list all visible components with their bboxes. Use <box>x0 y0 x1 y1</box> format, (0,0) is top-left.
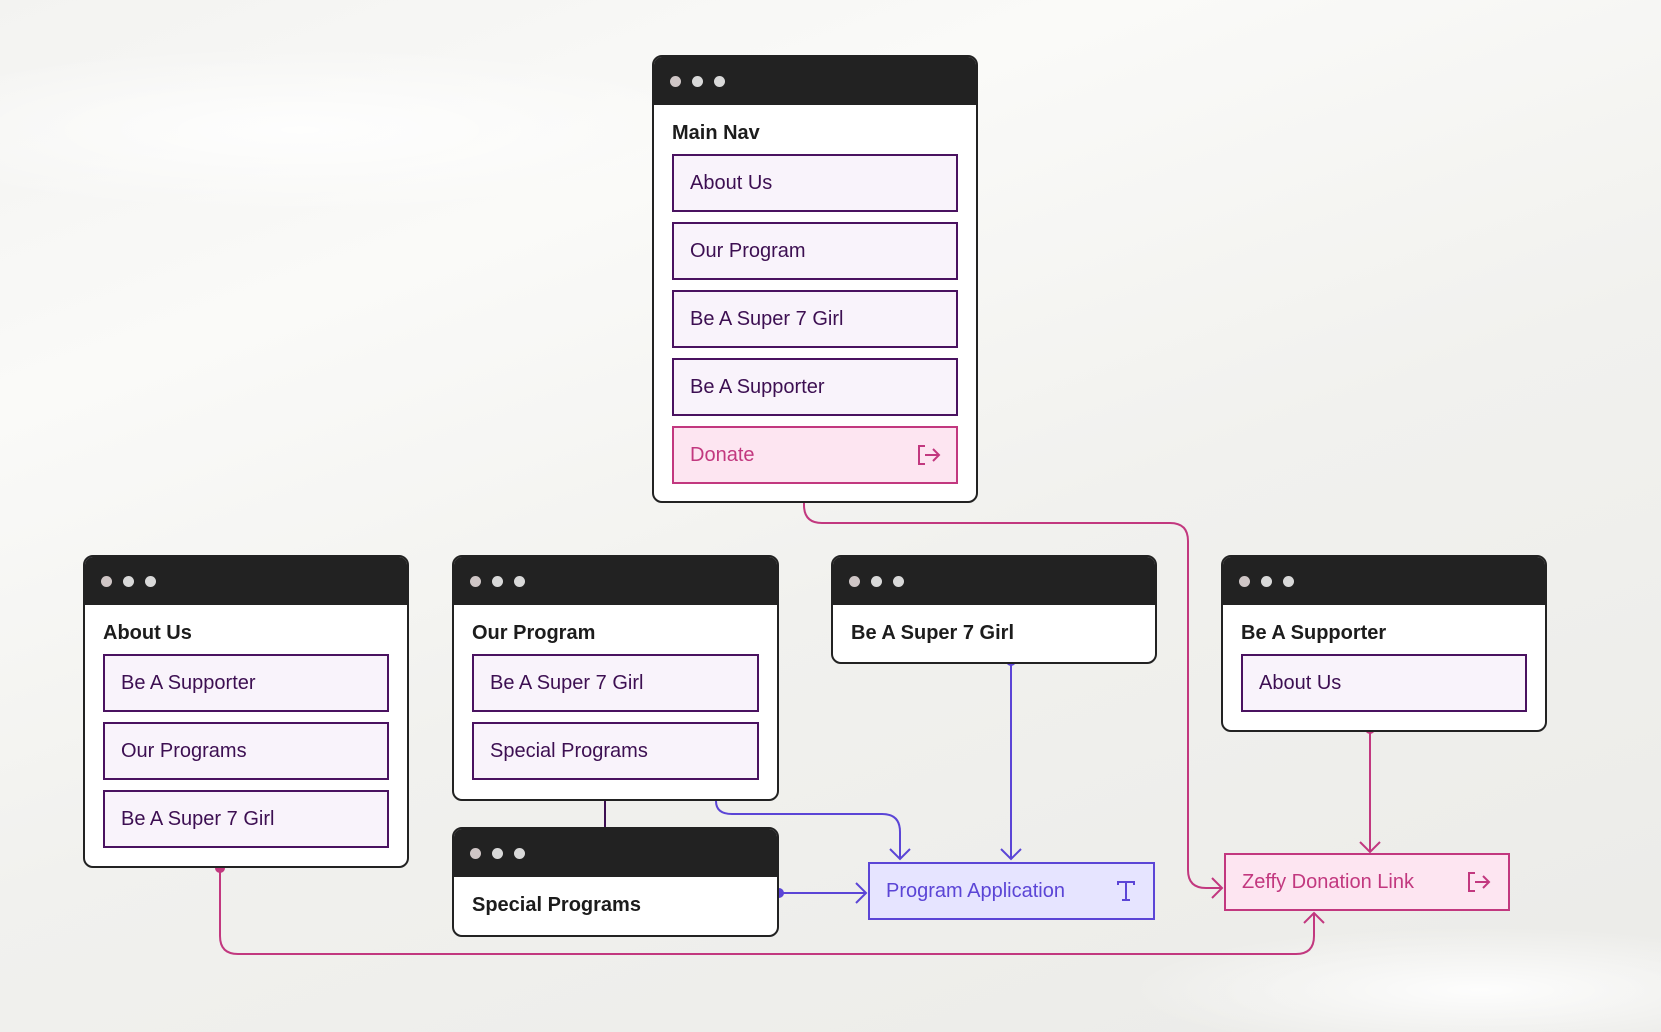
nav-item-supporter[interactable]: Be A Supporter <box>672 358 958 416</box>
window-dot <box>101 575 112 587</box>
arrowhead <box>889 848 911 861</box>
program-item-special-programs[interactable]: Special Programs <box>472 722 759 780</box>
external-link-icon <box>1466 871 1492 893</box>
nav-item-about-us[interactable]: About Us <box>672 154 958 212</box>
window-dot <box>1239 575 1250 587</box>
about-us-title: About Us <box>103 622 192 644</box>
about-us-window: About Us Be A Supporter Our Programs Be … <box>83 555 409 868</box>
zeffy-label: Zeffy Donation Link <box>1242 870 1414 893</box>
arrowhead <box>1303 911 1325 924</box>
zeffy-donation-link-node[interactable]: Zeffy Donation Link <box>1224 853 1510 911</box>
about-item-super7[interactable]: Be A Super 7 Girl <box>103 790 389 848</box>
window-titlebar <box>654 57 976 105</box>
supporter-item-about-us[interactable]: About Us <box>1241 654 1527 712</box>
window-dot <box>492 847 503 859</box>
super7-window: Be A Super 7 Girl <box>831 555 1157 664</box>
connector-about-to-zeffy <box>219 868 1315 955</box>
window-dot <box>1261 575 1272 587</box>
window-dot <box>492 575 503 587</box>
arrowhead <box>855 882 868 904</box>
window-titlebar <box>1223 557 1545 605</box>
arrowhead <box>1000 848 1022 861</box>
donate-button[interactable]: Donate <box>672 426 958 484</box>
window-dot <box>893 575 904 587</box>
window-titlebar <box>85 557 407 605</box>
program-application-node[interactable]: Program Application <box>868 862 1155 920</box>
window-dot <box>871 575 882 587</box>
window-dot <box>470 847 481 859</box>
nav-item-super7[interactable]: Be A Super 7 Girl <box>672 290 958 348</box>
arrowhead <box>1211 877 1224 899</box>
window-dot <box>145 575 156 587</box>
window-dot <box>1283 575 1294 587</box>
program-item-super7[interactable]: Be A Super 7 Girl <box>472 654 759 712</box>
window-titlebar <box>454 557 777 605</box>
supporter-window: Be A Supporter About Us <box>1221 555 1547 732</box>
nav-item-our-program[interactable]: Our Program <box>672 222 958 280</box>
text-icon <box>1115 880 1137 902</box>
program-application-label: Program Application <box>886 879 1065 902</box>
supporter-title: Be A Supporter <box>1241 622 1387 644</box>
window-dot <box>714 75 725 87</box>
our-program-window: Our Program Be A Super 7 Girl Special Pr… <box>452 555 779 801</box>
main-nav-window: Main Nav About Us Our Program Be A Super… <box>652 55 978 503</box>
super7-title: Be A Super 7 Girl <box>851 622 1015 644</box>
window-dot <box>470 575 481 587</box>
main-nav-title: Main Nav <box>672 122 760 144</box>
donate-label: Donate <box>690 443 755 466</box>
connector-program-to-application <box>715 800 901 859</box>
special-programs-title: Special Programs <box>472 894 641 916</box>
our-program-title: Our Program <box>472 622 596 644</box>
special-programs-window: Special Programs <box>452 827 779 937</box>
about-item-supporter[interactable]: Be A Supporter <box>103 654 389 712</box>
window-dot <box>514 575 525 587</box>
window-titlebar <box>454 829 777 877</box>
window-dot <box>123 575 134 587</box>
arrowhead <box>1359 841 1381 854</box>
window-dot <box>692 75 703 87</box>
window-dot <box>670 75 681 87</box>
window-dot <box>514 847 525 859</box>
external-link-icon <box>916 444 942 466</box>
about-item-our-programs[interactable]: Our Programs <box>103 722 389 780</box>
window-dot <box>849 575 860 587</box>
connector-donate-to-zeffy <box>803 481 1222 889</box>
window-titlebar <box>833 557 1155 605</box>
